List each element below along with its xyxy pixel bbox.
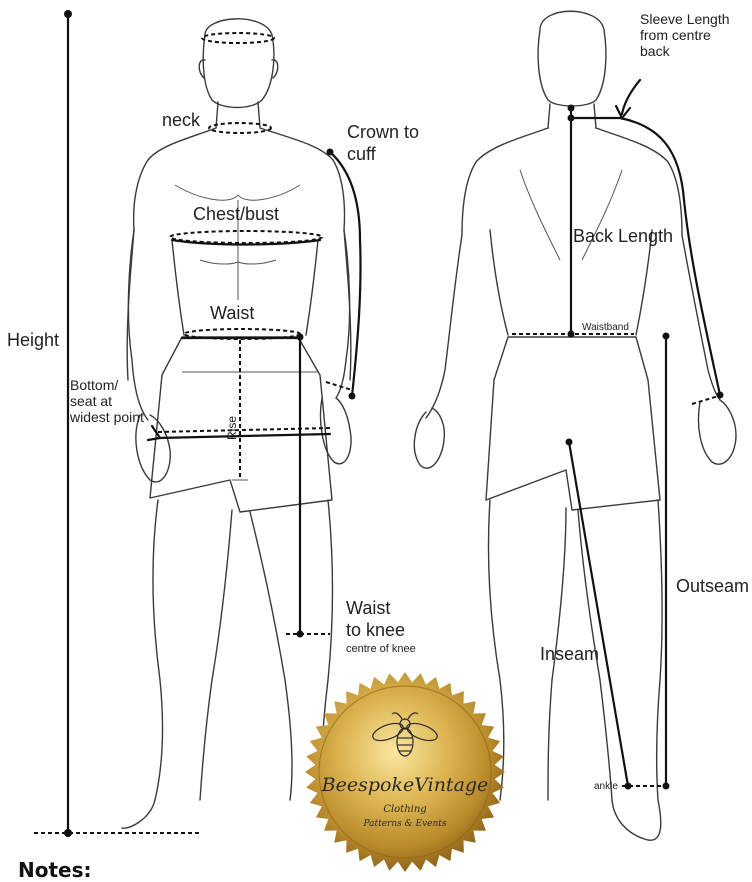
centre-of-knee-label: centre of knee [346,643,416,655]
waist-label: Waist [210,303,254,323]
sleeve-length-label-3: back [640,43,671,59]
height-label: Height [7,330,59,350]
back-length-label: Back Length [573,226,673,246]
bottom-seat-label-3: widest point [69,409,144,425]
waistband-label: Waistband [582,322,629,333]
crown-to-cuff-label-2: cuff [347,144,377,164]
chest-measure [170,231,322,243]
crown-to-cuff-measure [330,152,361,396]
bottom-seat-label-1: Bottom/ [70,377,118,393]
seal-line-1: Clothing [383,804,426,815]
waist-to-knee-label-2: to knee [346,620,405,640]
rise-label: Rise [225,416,239,440]
outseam-label: Outseam [676,576,749,596]
outseam-measure [663,333,670,790]
rise-measure [232,340,248,480]
bottom-seat-label-2: seat at [70,393,112,409]
notes-heading: Notes: [18,858,92,882]
brand-seal: BeespokeVintage Clothing Patterns & Even… [305,672,505,872]
sleeve-length-label-2: from centre [640,27,711,43]
head-circumference [202,33,274,43]
inseam-label: Inseam [540,644,599,664]
waist-to-knee-measure [286,334,330,638]
seal-starburst [305,672,505,872]
crown-to-cuff-label-1: Crown to [347,122,419,142]
chest-bust-label: Chest/bust [193,204,279,224]
back-length-measure [568,105,575,338]
inseam-measure [566,439,669,790]
ankle-label: ankle [594,781,618,792]
sleeve-length-label-1: Sleeve Length [640,11,730,27]
seal-line-2: Patterns & Events [362,819,446,829]
neck-label: neck [162,110,201,130]
seal-brand-text: BeespokeVintage [321,774,489,796]
waist-to-knee-label-1: Waist [346,598,390,618]
